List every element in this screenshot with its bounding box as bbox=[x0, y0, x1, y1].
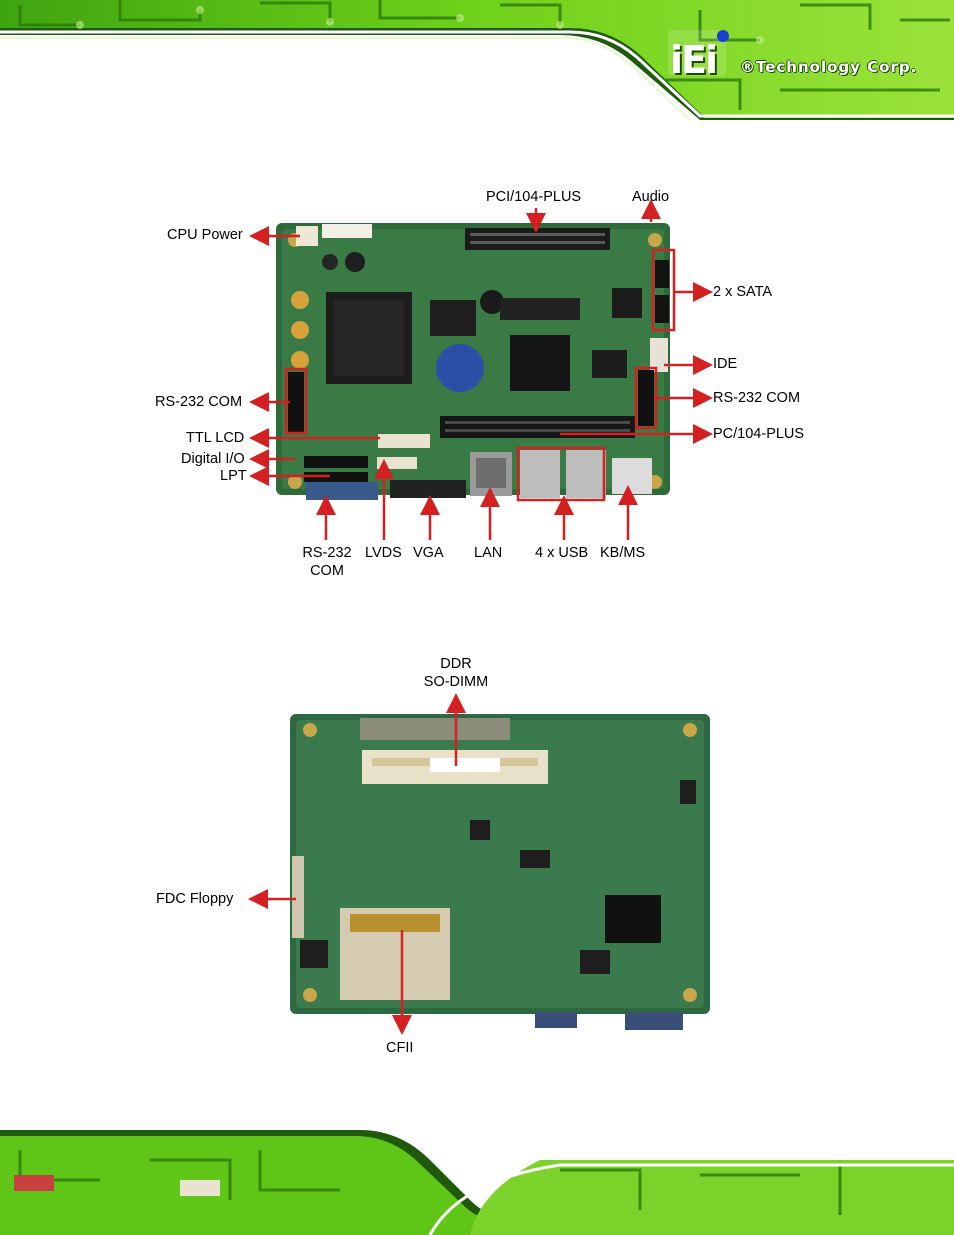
callout-arrows bbox=[248, 199, 713, 1035]
label-cfii: CFII bbox=[386, 1040, 414, 1056]
label-lpt: LPT bbox=[220, 468, 247, 484]
label-ttl-lcd: TTL LCD bbox=[186, 430, 245, 446]
footer-circuit-art bbox=[0, 1130, 954, 1235]
label-vga: VGA bbox=[413, 545, 444, 561]
usb-highlight-box bbox=[516, 446, 606, 502]
label-rs232-bottom-line1: RS-232 bbox=[302, 545, 352, 561]
rs232-right-highlight-box bbox=[634, 366, 658, 430]
logo-dot-icon bbox=[717, 30, 729, 42]
label-kb-ms: KB/MS bbox=[600, 545, 646, 561]
header-circuit-art bbox=[0, 0, 954, 120]
label-cpu-power: CPU Power bbox=[167, 227, 243, 243]
label-fdc-floppy: FDC Floppy bbox=[156, 891, 234, 907]
label-lvds: LVDS bbox=[365, 545, 402, 561]
label-lan: LAN bbox=[474, 545, 503, 561]
label-pc104-plus: PC/104-PLUS bbox=[713, 426, 805, 442]
label-2x-sata: 2 x SATA bbox=[713, 284, 773, 300]
board-top-photo bbox=[276, 223, 670, 500]
label-ddr: DDR bbox=[440, 656, 472, 672]
brand-logo: iEi bbox=[670, 38, 718, 82]
rs232-left-highlight-box bbox=[284, 367, 308, 435]
label-4x-usb: 4 x USB bbox=[535, 545, 589, 561]
label-so-dimm: SO-DIMM bbox=[423, 674, 489, 690]
label-audio: Audio bbox=[632, 189, 670, 205]
label-ide: IDE bbox=[713, 356, 738, 372]
label-pci104-plus: PCI/104-PLUS bbox=[486, 189, 582, 205]
board-bottom-photo bbox=[290, 714, 710, 1030]
label-rs232-com-left: RS-232 COM bbox=[155, 394, 243, 410]
label-digital-io: Digital I/O bbox=[181, 451, 245, 467]
label-rs232-bottom-line2: COM bbox=[310, 563, 344, 579]
sata-highlight-box bbox=[651, 248, 676, 332]
label-rs232-com-right: RS-232 COM bbox=[713, 390, 801, 406]
brand-suffix: ®Technology Corp. bbox=[740, 58, 918, 76]
